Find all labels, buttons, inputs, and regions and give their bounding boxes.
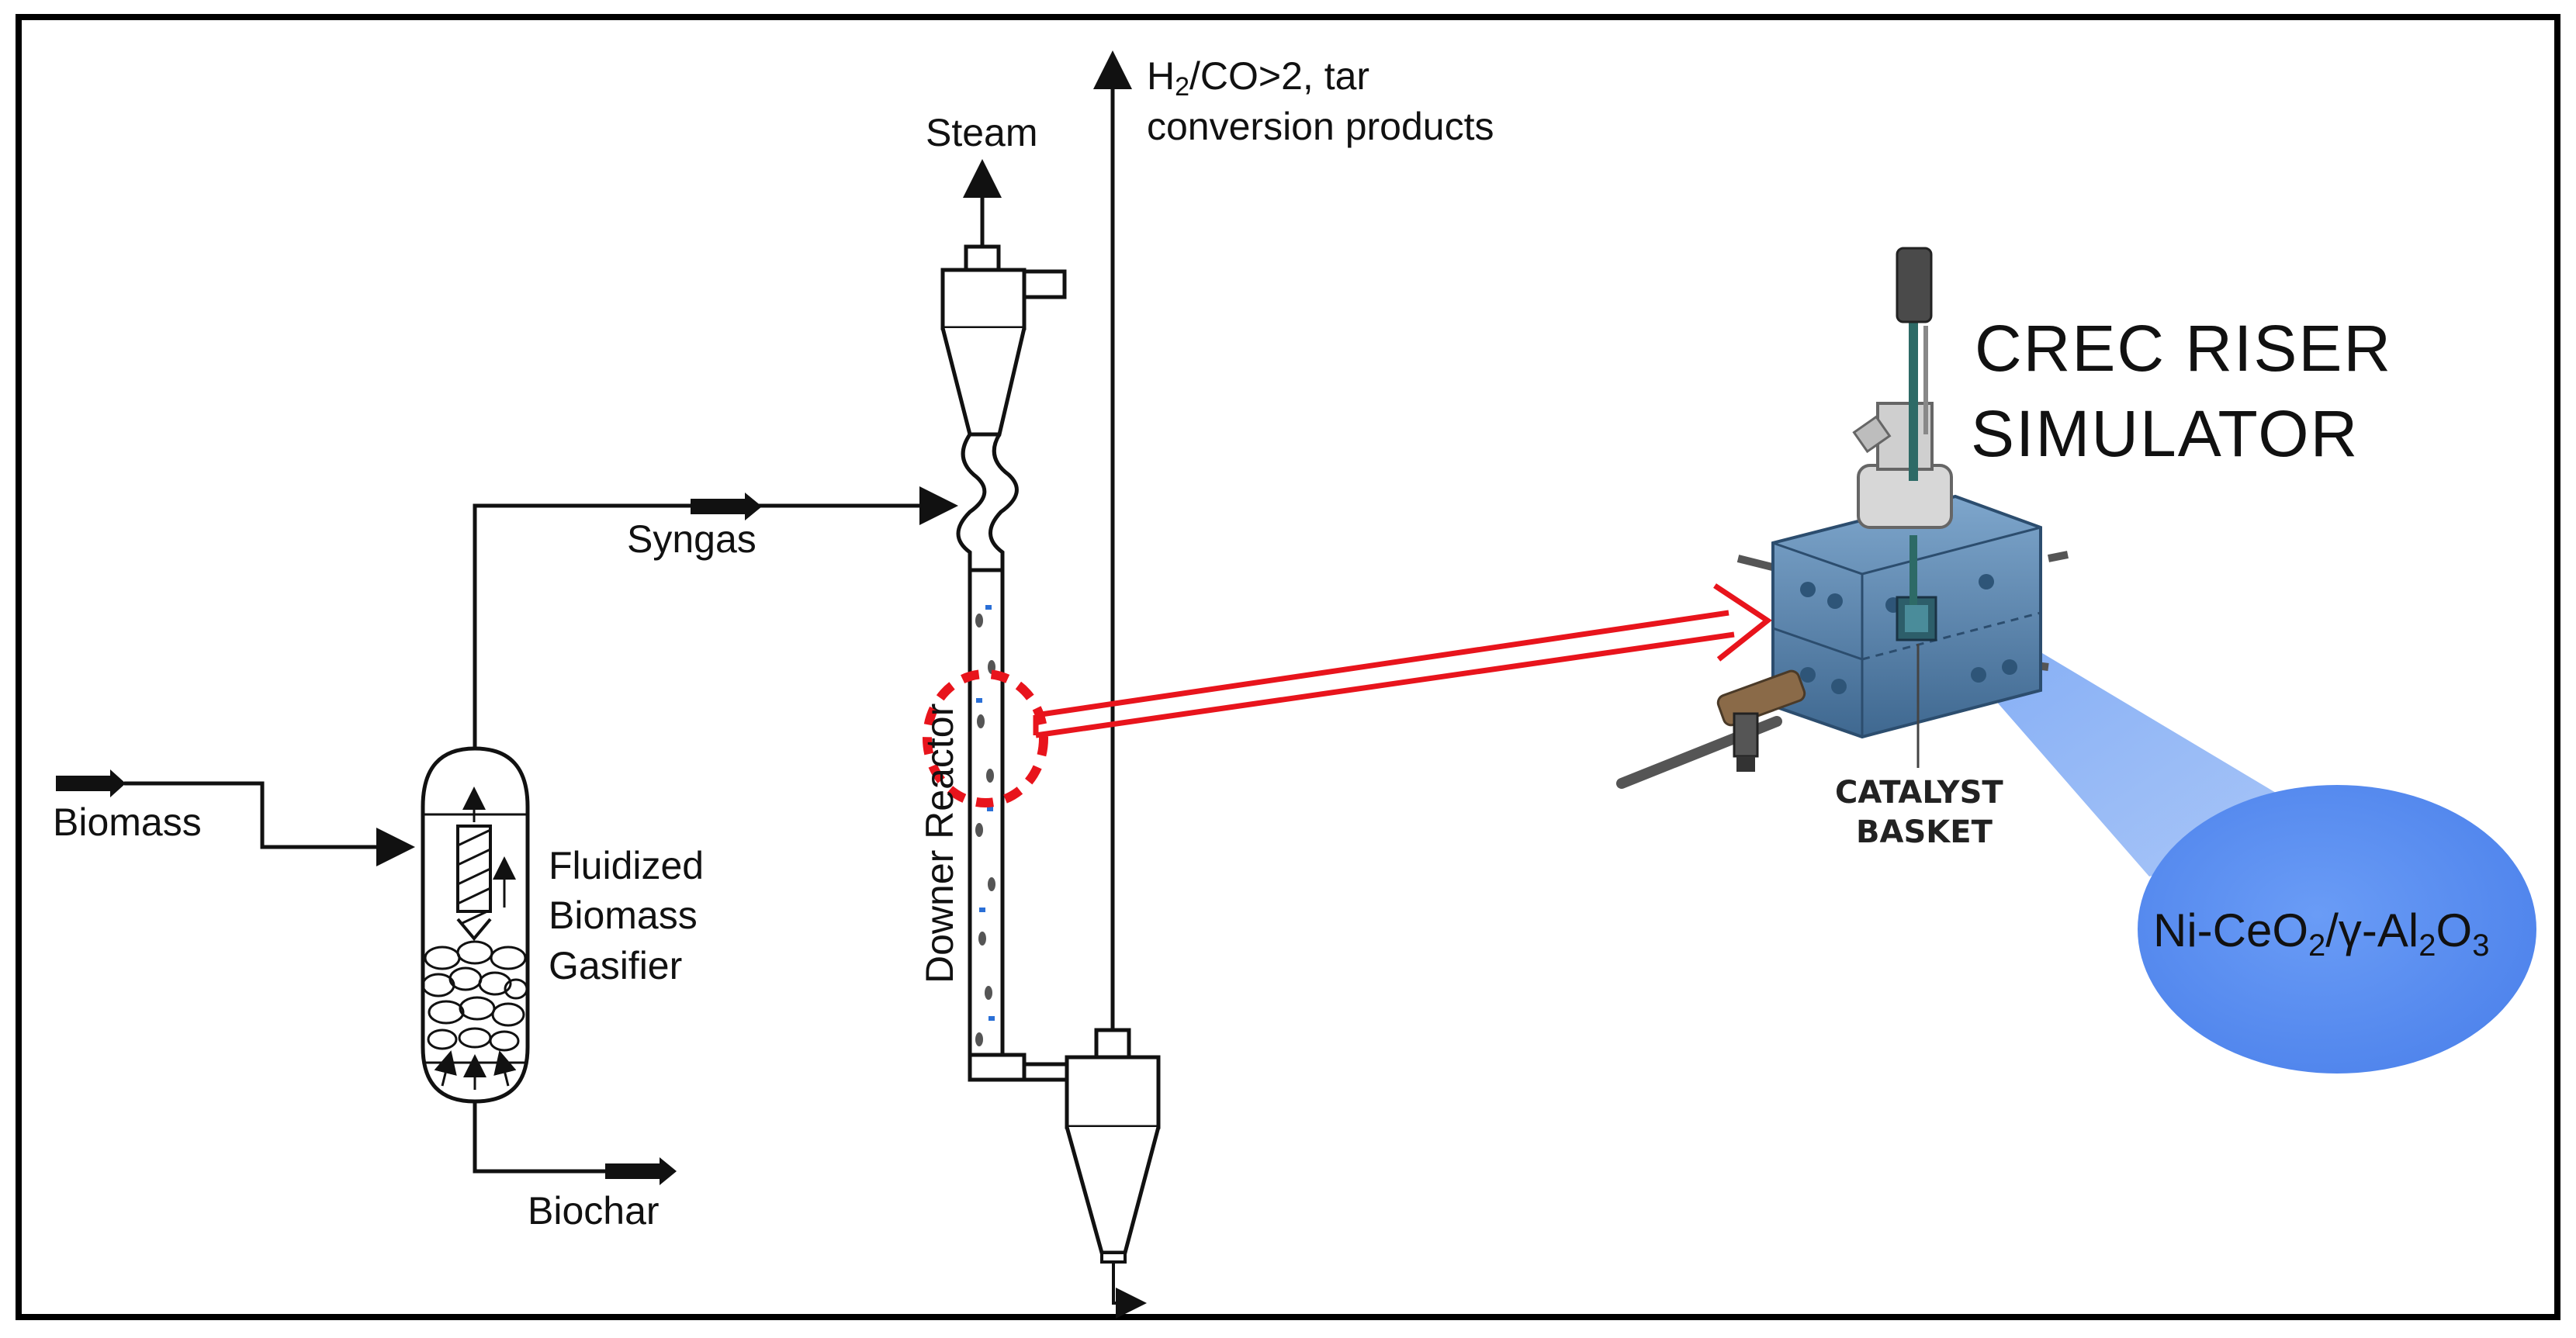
red-transfer-arrow [1033,583,1772,738]
catalyst-formula: Ni-CeO2/γ-Al2O3 [2153,904,2489,963]
syngas-line [473,486,958,749]
downer-reactor [940,159,1161,1319]
highlight-circle [923,669,1048,807]
crec-label-line1: CREC RISER [1975,312,2392,385]
catalyst-basket-label-line2: BASKET [1856,814,1993,850]
crec-riser-simulator [1616,247,2332,876]
gasifier-label-line3: Gasifier [549,944,682,987]
product-label-line2: conversion products [1147,105,1494,148]
steam-label: Steam [926,111,1038,154]
gasifier-vessel [421,746,530,1104]
catalyst-basket-label-line1: CATALYST [1835,775,2003,811]
biochar-label: Biochar [528,1189,660,1233]
catalyst-bubble [2138,785,2536,1074]
syngas-label: Syngas [627,517,757,561]
gasifier-label-line1: Fluidized [549,844,704,887]
gasifier-label-line2: Biomass [549,894,698,937]
crec-label-line2: SIMULATOR [1971,397,2359,470]
biomass-label: Biomass [53,800,202,844]
product-label-line1: H2/CO>2, tar [1147,54,1369,102]
biomass-feed-line [56,769,415,866]
downer-reactor-label: Downer Reactor [918,704,961,984]
biochar-line [473,1101,677,1185]
frame-border [16,14,2560,1320]
